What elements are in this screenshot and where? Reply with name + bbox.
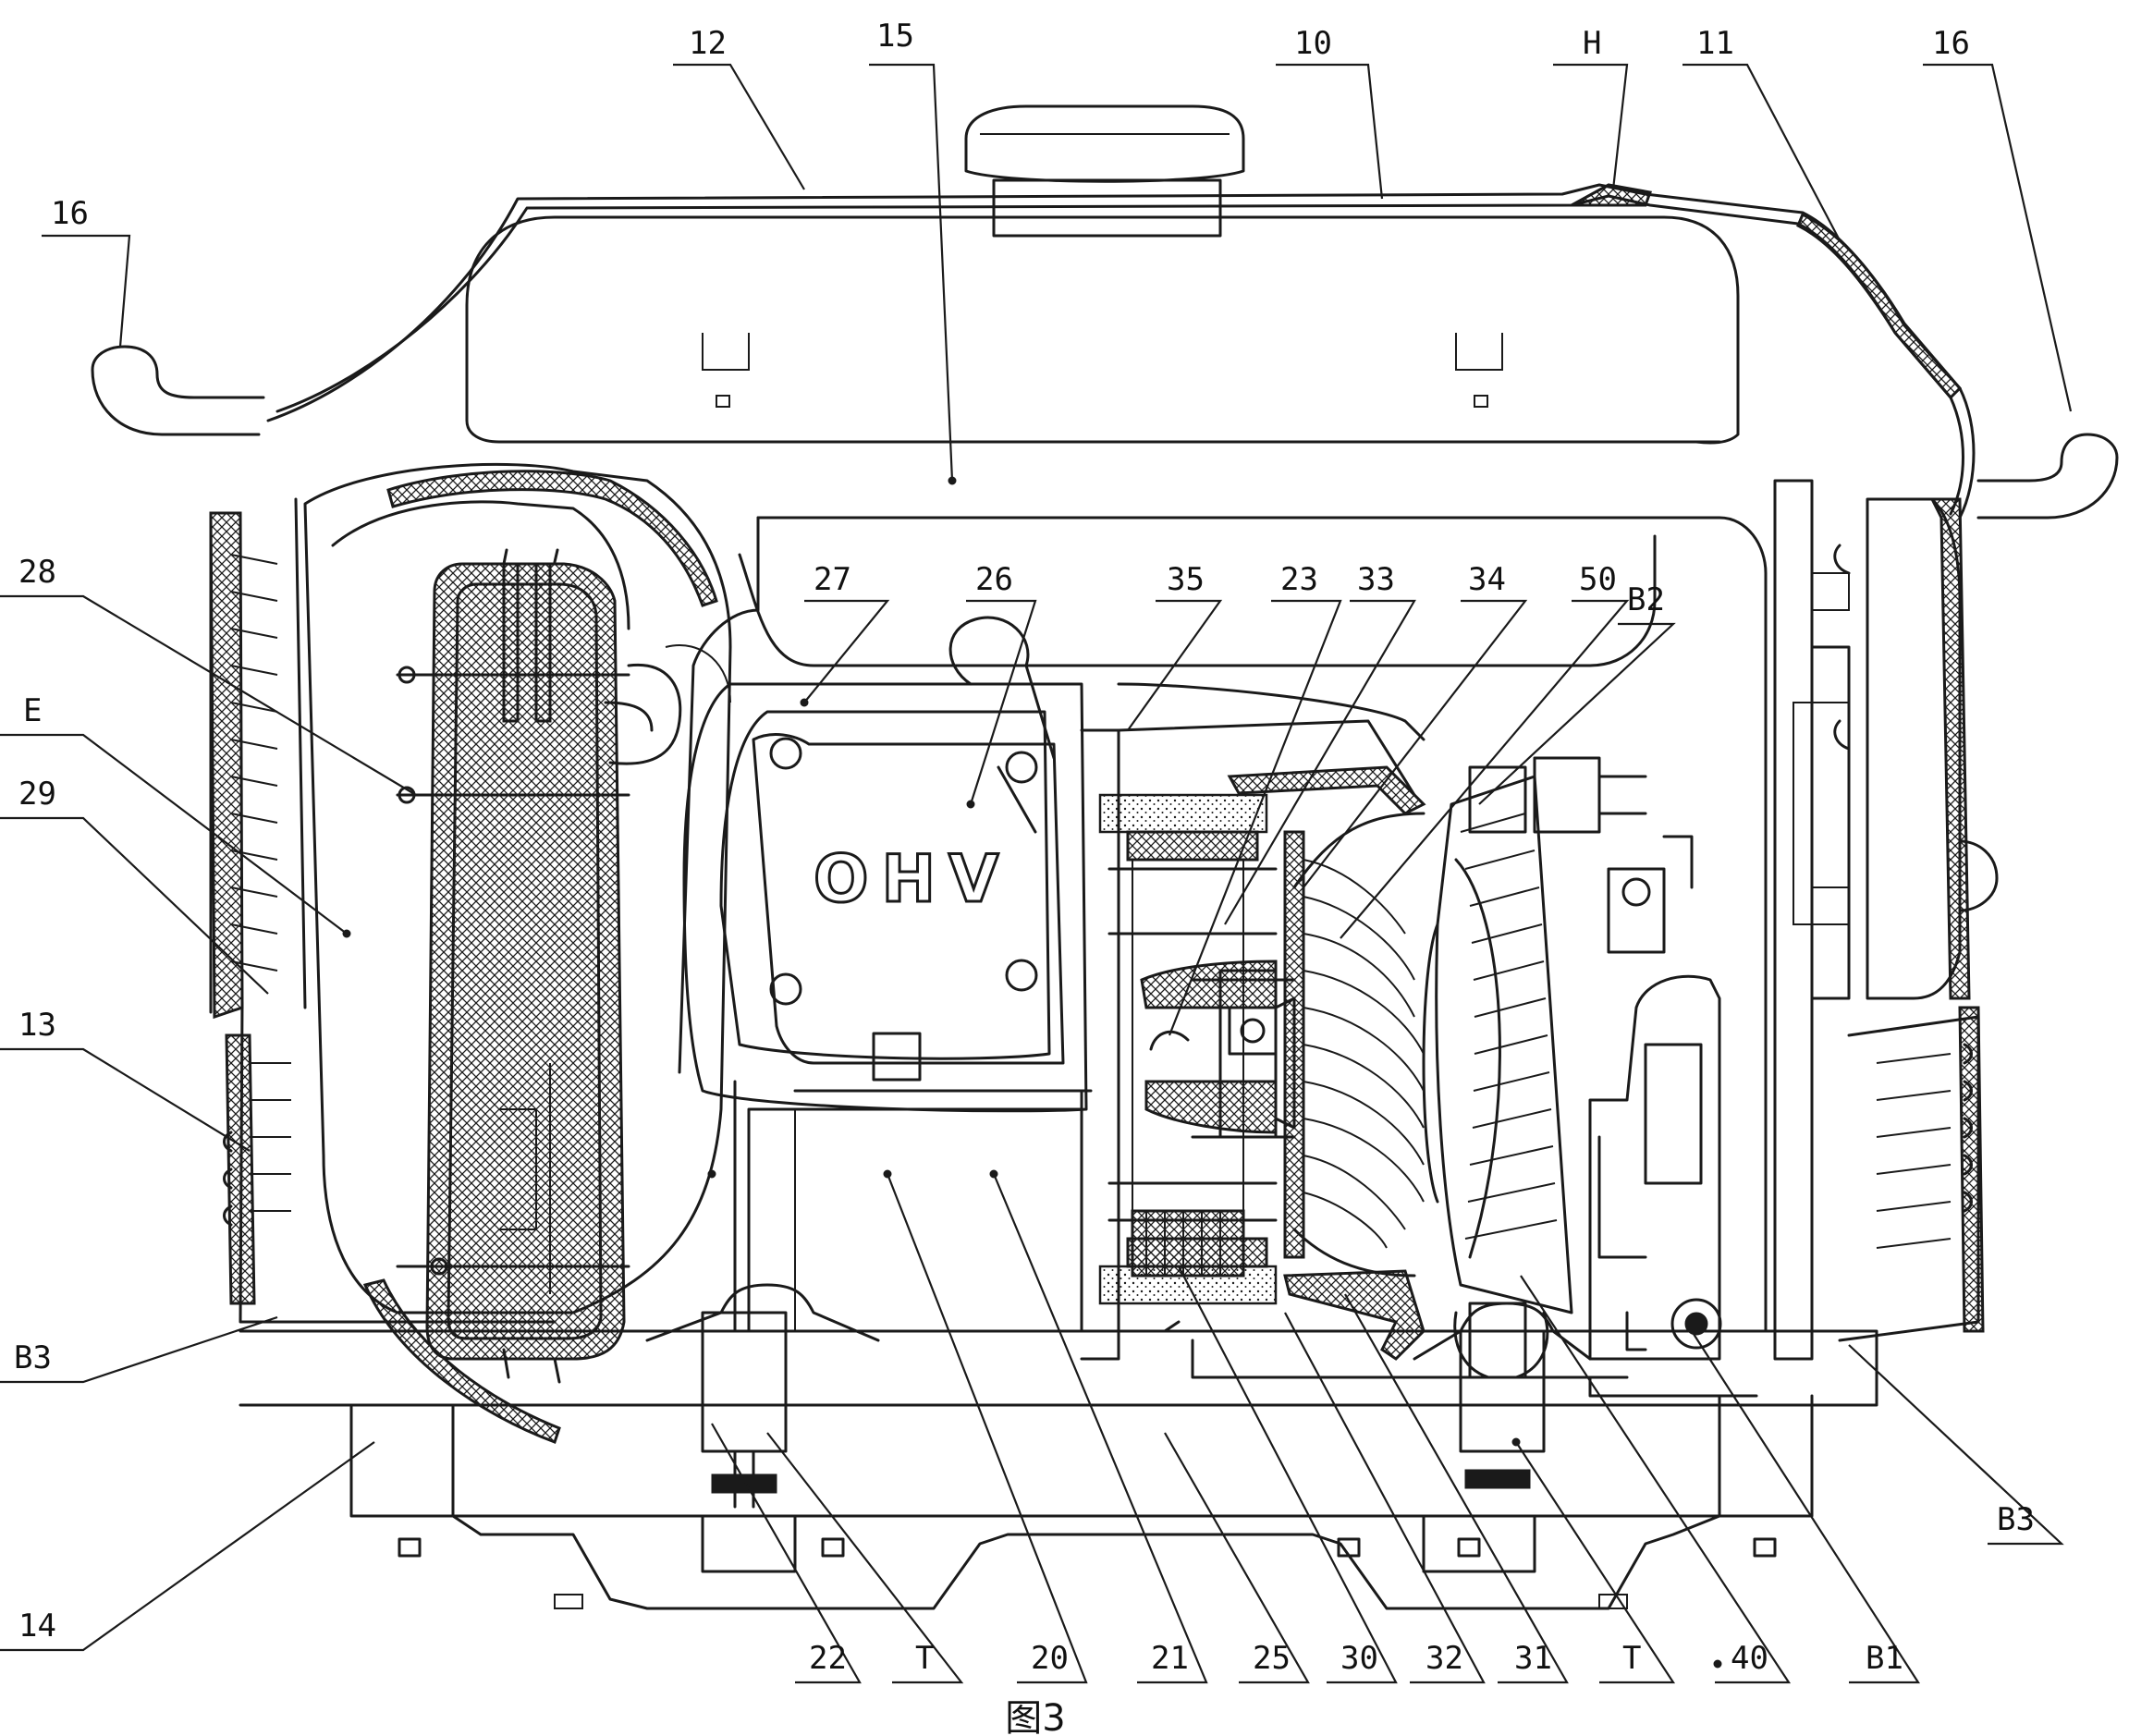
callout-t-right: T	[1622, 1640, 1641, 1677]
right-handle	[1976, 433, 2119, 520]
air-guide-shroud	[1117, 719, 1426, 1361]
left-side-panel	[209, 497, 557, 1324]
engine-block	[747, 1107, 1083, 1333]
exhaust-pipe	[604, 644, 731, 765]
figure-caption: 图3	[1005, 1697, 1065, 1736]
callout-14: 14	[18, 1608, 56, 1644]
stator-coil	[1131, 1209, 1245, 1278]
stator-housing	[1080, 682, 1425, 1361]
callout-b2: B2	[1627, 581, 1665, 618]
callout-h: H	[1583, 25, 1601, 62]
callout-10: 10	[1294, 25, 1332, 62]
callout-20: 20	[1031, 1640, 1069, 1677]
crankshaft-hub	[1140, 960, 1296, 1139]
callout-33: 33	[1357, 561, 1395, 598]
callout-16-left: 16	[51, 195, 89, 232]
callout-32: 32	[1425, 1640, 1463, 1677]
air-inlet-grille	[230, 554, 278, 972]
right-grille	[1838, 1006, 1985, 1342]
callout-11: 11	[1696, 25, 1734, 62]
callout-31: 31	[1514, 1640, 1552, 1677]
callout-50: 50	[1579, 561, 1617, 598]
left-handle	[91, 345, 265, 436]
crankcase	[678, 516, 1768, 1379]
recoil-cup	[1422, 775, 1573, 1314]
reference-markers	[342, 476, 1722, 1669]
callout-21: 21	[1151, 1640, 1189, 1677]
control-box	[1588, 835, 1722, 1361]
callout-28: 28	[18, 554, 56, 591]
valve-cover	[752, 616, 1065, 1082]
callout-b3-right: B3	[1997, 1501, 2035, 1538]
callout-labels: 12 15 10 H 11 16 16 28 E 29 13 B3 14 27 …	[14, 18, 2035, 1677]
valve-cover-lettering: OHV	[814, 841, 1011, 917]
base-tray	[239, 1329, 1878, 1610]
callout-15: 15	[876, 18, 914, 55]
callout-13: 13	[18, 1007, 56, 1044]
left-mount-foot	[398, 1283, 880, 1573]
callout-16-right: 16	[1932, 25, 1970, 62]
fuel-cap	[964, 104, 1245, 238]
crankshaft-bolt	[1228, 1006, 1278, 1056]
callout-26: 26	[975, 561, 1013, 598]
callout-27: 27	[814, 561, 851, 598]
fuel-tank	[465, 215, 1740, 445]
silencer-chamber	[396, 548, 630, 1384]
callout-22: 22	[809, 1640, 847, 1677]
callout-b1: B1	[1866, 1640, 1903, 1677]
callout-e: E	[23, 692, 42, 729]
callout-30: 30	[1340, 1640, 1378, 1677]
fan-blades	[1283, 812, 1425, 1278]
starter-mount	[1453, 756, 1647, 1379]
muffler	[303, 462, 732, 1444]
callout-t-left: T	[915, 1640, 934, 1677]
callout-35: 35	[1167, 561, 1205, 598]
callout-34: 34	[1468, 561, 1506, 598]
top-cover	[266, 183, 1976, 520]
callout-b3-left: B3	[14, 1339, 52, 1376]
callout-25: 25	[1253, 1640, 1291, 1677]
callout-23: 23	[1280, 561, 1318, 598]
leader-lines	[0, 63, 2073, 1684]
right-side-panel	[1773, 479, 1999, 1361]
callout-40: 40	[1731, 1640, 1768, 1677]
right-mount-foot	[1337, 1302, 1777, 1573]
callout-29: 29	[18, 776, 56, 813]
callout-12: 12	[689, 25, 727, 62]
